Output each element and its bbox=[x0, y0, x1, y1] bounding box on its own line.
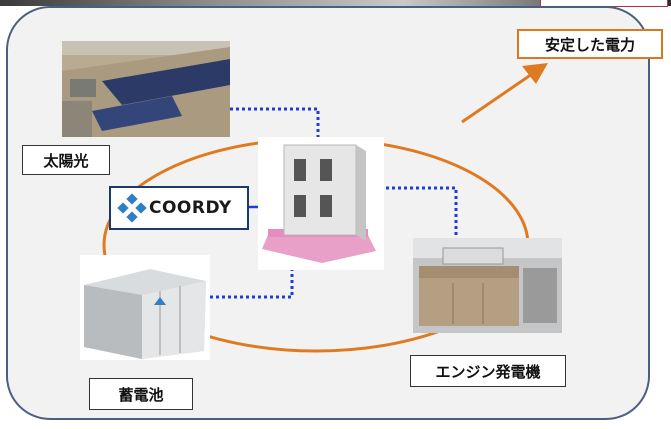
solar-photo bbox=[62, 41, 230, 137]
engine-photo bbox=[413, 238, 562, 333]
battery-label: 蓄電池 bbox=[89, 378, 193, 410]
engine-label: エンジン発電機 bbox=[410, 355, 566, 387]
coordy-diamond-icon bbox=[117, 193, 147, 223]
engine-connector bbox=[356, 186, 458, 238]
output-arrow-shaft bbox=[461, 70, 536, 124]
solar-label: 太陽光 bbox=[22, 145, 110, 175]
header-photo-strip bbox=[0, 0, 671, 6]
output-label: 安定した電力 bbox=[517, 29, 663, 59]
coordy-brand-text: COORDY bbox=[149, 198, 232, 218]
coordy-logo: COORDY bbox=[109, 186, 249, 230]
controller-photo bbox=[258, 137, 384, 270]
output-arrow-head bbox=[522, 63, 548, 84]
solar-connector bbox=[230, 107, 320, 150]
battery-photo bbox=[80, 255, 210, 360]
